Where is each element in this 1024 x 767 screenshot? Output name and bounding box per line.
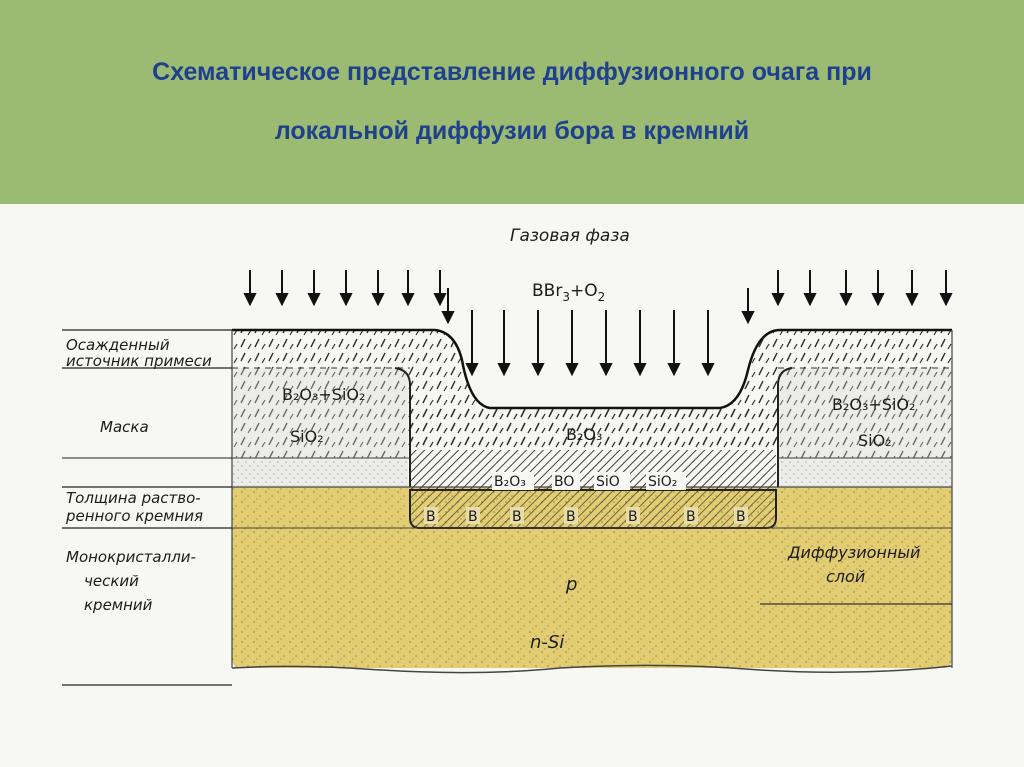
arrow-head [339,293,353,307]
mono-si-label-3: кремний [84,596,153,614]
arrow-head [243,293,257,307]
arrow-head [465,363,479,377]
arrow-head [741,311,755,325]
diffusion-layer-label-1: Диффузионный [787,543,920,562]
dissolved-si-label-2: ренного кремния [65,507,203,525]
substrate-label: n-Si [530,632,564,653]
boron-atom-label: B [736,509,746,525]
substrate-bottom-edge [231,664,953,674]
mask-right-top: B₂O₃+SiO₂ [832,395,915,414]
arrow-head [667,363,681,377]
gas-phase-label: Газовая фаза [510,226,630,246]
mono-si-label-2: ческий [84,572,139,590]
arrow-head [939,293,953,307]
interface-label-sio2: SiO₂ [648,474,677,490]
interface-labels: B₂O₃ BO SiO SiO₂ [492,472,686,490]
mask-right-bottom: SiO₂ [858,431,892,450]
gas-flow-arrows [243,270,953,377]
boron-atom-label: B [426,509,436,525]
interface-layer [410,450,776,490]
boron-atom-label: B [566,509,576,525]
boron-atom-bg [626,507,640,524]
arrow-head [701,363,715,377]
dissolved-si-layer [410,490,776,528]
arrow-head [771,293,785,307]
mono-si-label-1: Монокристалли- [66,548,196,566]
boron-atom-bg [466,507,480,524]
arrow-head [871,293,885,307]
slide-header: Схематическое представление диффузионног… [0,0,1024,204]
deposited-source-label-2: источник примеси [66,352,212,370]
arrow-head [633,363,647,377]
boron-atom-label: B [628,509,638,525]
slide-title-line-1: Схематическое представление диффузионног… [152,58,872,86]
reactant-label: BBr3+O2 [532,281,605,304]
boron-atom-bg [510,507,524,524]
arrow-head [803,293,817,307]
surface-outline [232,328,952,410]
p-region-label: p [565,574,577,595]
arrow-head [433,293,447,307]
arrow-head [531,363,545,377]
boron-atom-bg [424,507,438,524]
dissolved-si-label-1: Толщина раство- [66,489,201,507]
diagram-svg: Газовая фаза BBr3+O2 Осажденный источник… [62,226,953,686]
window-oxide-label: B₂O₃ [566,425,602,444]
boron-atom-bg [564,507,578,524]
diffusion-layer-label-2: слой [826,567,865,586]
window-oxide [408,408,778,450]
arrow-head [307,293,321,307]
boron-atom-label: B [686,509,696,525]
mask-left-bottom: SiO₂ [290,427,324,446]
boron-atom-bg [684,507,698,524]
interface-label-b2o3: B₂O₃ [494,474,526,490]
deposited-source-label-1: Осажденный [66,336,170,354]
arrow-head [441,311,455,325]
interface-label-sio: SiO [596,474,620,490]
diffusion-diagram: Газовая фаза BBr3+O2 Осажденный источник… [0,204,1024,767]
boron-atom-bg [734,507,748,524]
arrow-head [275,293,289,307]
arrow-head [565,363,579,377]
boron-atom-label: B [468,509,478,525]
arrow-head [599,363,613,377]
arrow-head [839,293,853,307]
mask-label: Маска [100,418,149,436]
arrow-head [905,293,919,307]
arrow-head [371,293,385,307]
arrow-head [497,363,511,377]
arrow-head [401,293,415,307]
mask-left-top: B₂O₃+SiO₂ [282,385,365,404]
interface-label-bo: BO [554,474,574,490]
slide-title-line-2: локальной диффузии бора в кремний [274,117,750,145]
boron-atom-label: B [512,509,522,525]
